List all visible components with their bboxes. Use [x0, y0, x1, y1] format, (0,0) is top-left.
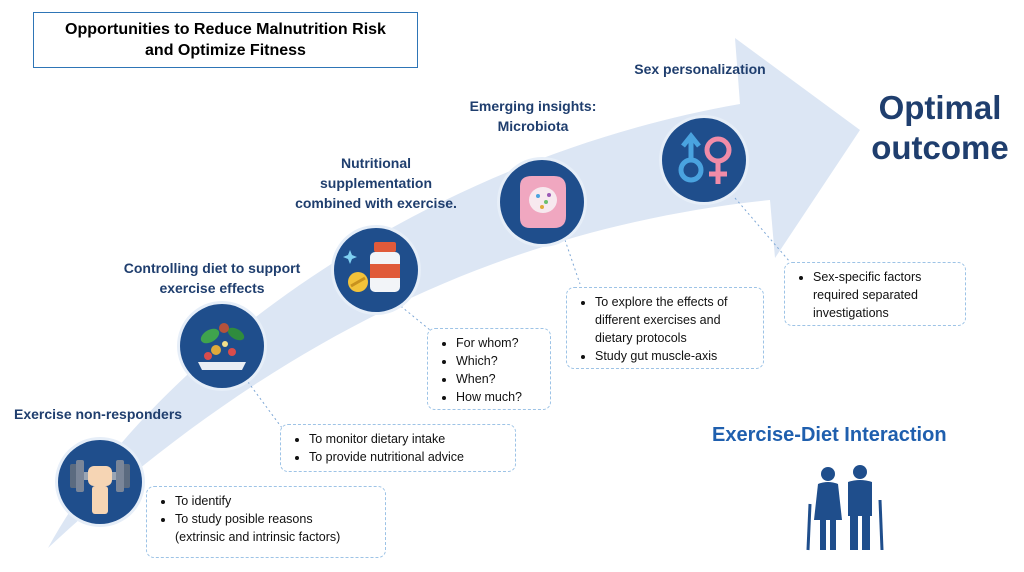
step-microbiota-title: Emerging insights: Microbiota — [448, 96, 618, 136]
outcome-line: outcome — [871, 129, 1009, 166]
bullet: For whom? — [456, 334, 540, 352]
note-supplementation: For whom? Which? When? How much? — [427, 328, 551, 410]
step-non-responders-title: Exercise non-responders — [14, 406, 183, 422]
title-line: combined with exercise. — [295, 195, 457, 211]
bullet: Study gut muscle-axis — [595, 347, 753, 365]
step-sex-title: Sex personalization — [634, 61, 766, 77]
salad-plate-icon — [180, 304, 264, 388]
bullet: How much? — [456, 388, 540, 406]
bullet: Sex-specific factors required separated … — [813, 268, 955, 322]
interaction-label: Exercise-Diet Interaction — [712, 424, 947, 446]
title-line: supplementation — [319, 175, 432, 191]
bullet: To explore the effects of different exer… — [595, 293, 753, 347]
elderly-couple-icon — [800, 464, 890, 554]
supplement-bottle-icon — [334, 228, 418, 312]
outcome-line: Optimal — [878, 89, 1002, 126]
title-line: exercise effects — [159, 280, 265, 296]
step-diet-control-title: Controlling diet to support exercise eff… — [104, 258, 320, 298]
bullet: To study posible reasons — [175, 510, 375, 528]
title-line-2: and Optimize Fitness — [145, 42, 306, 59]
note-non-responders: To identify To study posible reasons (ex… — [146, 486, 386, 558]
dumbbell-hand-icon — [58, 440, 142, 524]
bullet: To monitor dietary intake — [309, 430, 505, 448]
step-supplementation-title: Nutritional supplementation combined wit… — [276, 153, 476, 213]
note-diet-control: To monitor dietary intake To provide nut… — [280, 424, 516, 472]
diagram-title: Opportunities to Reduce Malnutrition Ris… — [33, 12, 418, 68]
bullet: When? — [456, 370, 540, 388]
title-line-1: Opportunities to Reduce Malnutrition Ris… — [65, 21, 386, 38]
note-microbiota: To explore the effects of different exer… — [566, 287, 764, 369]
title-line: Nutritional — [341, 155, 411, 171]
title-line: Emerging insights: — [469, 98, 597, 114]
bullet-continuation: (extrinsic and intrinsic factors) — [175, 530, 341, 544]
note-sex: Sex-specific factors required separated … — [784, 262, 966, 326]
bullet: Which? — [456, 352, 540, 370]
title-line: Controlling diet to support — [123, 260, 301, 276]
title-line: Microbiota — [497, 118, 569, 134]
bullet: To identify — [175, 492, 375, 510]
bullet: To provide nutritional advice — [309, 448, 505, 466]
gender-symbols-icon — [662, 118, 746, 202]
optimal-outcome-label: Optimal outcome — [860, 88, 1020, 168]
intestine-icon — [500, 160, 584, 244]
